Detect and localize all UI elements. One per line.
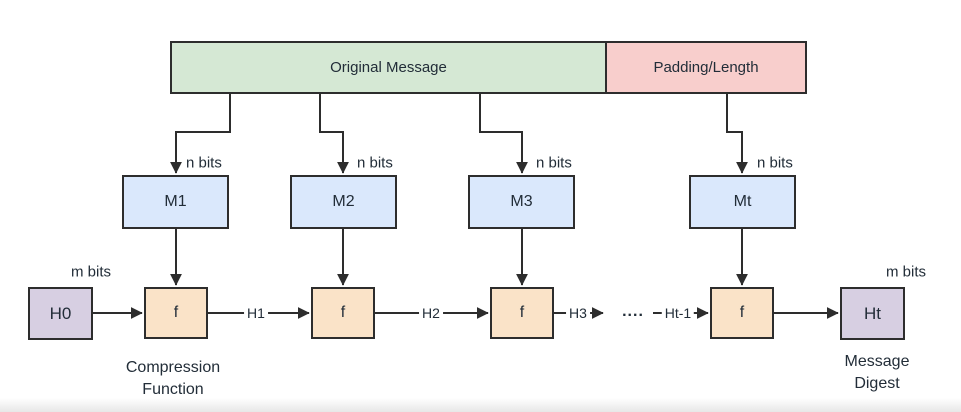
bar-to-mt-connector bbox=[726, 94, 748, 174]
f3-label: f bbox=[519, 304, 525, 321]
original-message-label: Original Message bbox=[330, 59, 447, 76]
m-bits-label-left: m bits bbox=[70, 263, 112, 281]
bar-to-m3-connector bbox=[479, 94, 528, 174]
mt-label: Mt bbox=[733, 193, 752, 210]
m2-label: M2 bbox=[332, 193, 355, 210]
message-block-m3: M3 bbox=[468, 175, 575, 229]
f4-label: f bbox=[739, 304, 745, 321]
h0-label: H0 bbox=[49, 303, 72, 323]
ht-box: Ht bbox=[840, 287, 905, 340]
message-block-mt: Mt bbox=[689, 175, 796, 229]
n-bits-label-3: n bits bbox=[536, 154, 572, 172]
h2-label: H2 bbox=[419, 305, 443, 321]
message-block-m1: M1 bbox=[122, 175, 229, 229]
f-box-3: f bbox=[490, 287, 554, 339]
ellipsis-label: .... bbox=[622, 303, 644, 320]
padding-length-label: Padding/Length bbox=[653, 59, 759, 76]
padding-length-segment: Padding/Length bbox=[607, 41, 807, 94]
m1-label: M1 bbox=[164, 193, 187, 210]
bottom-fade bbox=[0, 398, 961, 412]
h0-box: H0 bbox=[28, 287, 93, 340]
m3-label: M3 bbox=[510, 193, 533, 210]
digest-caption-line1: Message bbox=[844, 353, 910, 370]
bar-to-m1-connector bbox=[170, 94, 231, 174]
message-block-m2: M2 bbox=[290, 175, 397, 229]
compression-caption-line2: Function bbox=[142, 381, 204, 398]
ht-minus-1-label: Ht-1 bbox=[661, 305, 695, 321]
f2-label: f bbox=[340, 304, 346, 321]
message-digest-caption: Message Digest bbox=[845, 351, 910, 395]
bar-to-m2-connector bbox=[319, 94, 349, 174]
n-bits-label-4: n bits bbox=[757, 154, 793, 172]
f1-label: f bbox=[173, 304, 179, 321]
n-bits-label-1: n bits bbox=[186, 154, 222, 172]
n-bits-label-2: n bits bbox=[357, 154, 393, 172]
m-bits-label-right: m bits bbox=[885, 263, 927, 281]
h1-label: H1 bbox=[244, 305, 268, 321]
f-box-4: f bbox=[710, 287, 774, 339]
f-box-1: f bbox=[144, 287, 208, 339]
f-box-2: f bbox=[311, 287, 375, 339]
ht-label: Ht bbox=[864, 303, 881, 323]
h3-label: H3 bbox=[566, 305, 590, 321]
compression-caption-line1: Compression bbox=[125, 359, 221, 376]
compression-function-caption: Compression Function bbox=[126, 357, 220, 401]
digest-caption-line2: Digest bbox=[854, 375, 900, 392]
original-message-segment: Original Message bbox=[170, 41, 607, 94]
